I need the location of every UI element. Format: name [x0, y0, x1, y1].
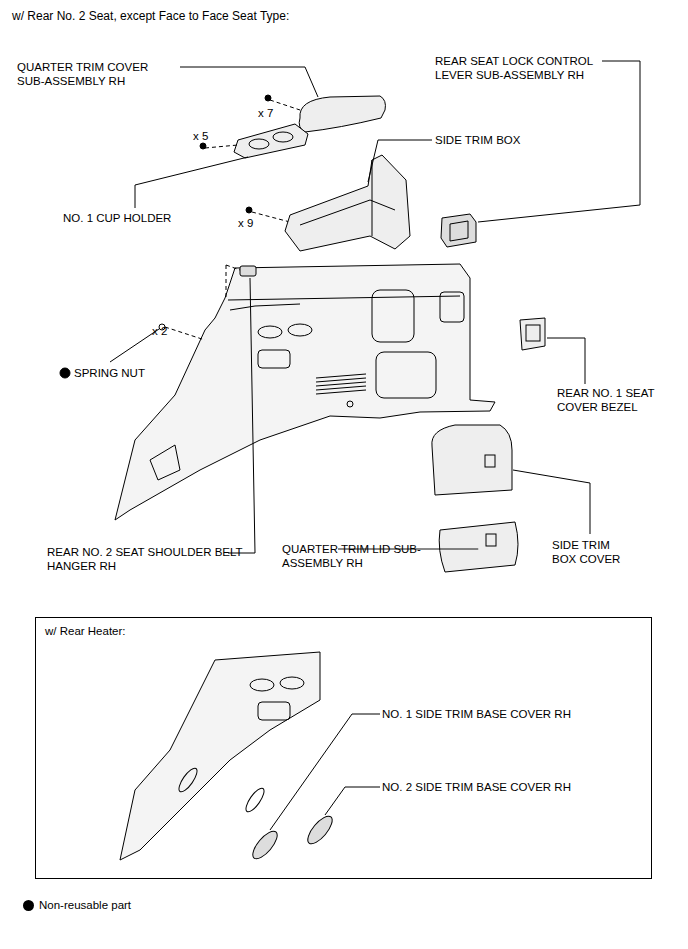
- panel-detail: [150, 445, 180, 480]
- cup-recess: [280, 677, 304, 689]
- callout-number: x 9: [238, 216, 268, 230]
- callout-number: x 5: [193, 129, 223, 143]
- leader-line: [135, 157, 248, 208]
- screw-symbol: [246, 207, 252, 213]
- duct-opening: [176, 766, 200, 795]
- part-name: SIDE TRIM BOX COVER: [552, 538, 632, 566]
- part-name: SPRING NUT: [74, 366, 174, 380]
- callout-number: x 2: [152, 324, 182, 338]
- assembly-dash: [165, 327, 205, 340]
- assembly-dash: [205, 100, 300, 222]
- lever-detail: [450, 221, 468, 241]
- cup-recess: [288, 324, 312, 336]
- panel-hole: [347, 401, 353, 407]
- side-trim-box-part: [285, 155, 410, 251]
- part-name: NO. 1 CUP HOLDER: [63, 211, 193, 225]
- panel-opening: [372, 290, 414, 342]
- assembly-dash: [226, 265, 240, 300]
- leader-line: [180, 67, 318, 97]
- panel-opening: [258, 702, 290, 720]
- cup-holder-part: [234, 124, 308, 158]
- grille-lines: [316, 374, 366, 394]
- diagram-title: w/ Rear No. 2 Seat, except Face to Face …: [12, 9, 289, 23]
- part-name: NO. 2 SIDE TRIM BASE COVER RH: [382, 780, 642, 794]
- bezel-detail: [526, 325, 540, 341]
- box-detail: [300, 160, 395, 236]
- part-name: REAR SEAT LOCK CONTROL LEVER SUB-ASSEMBL…: [435, 54, 610, 82]
- inset-heading: w/ Rear Heater:: [45, 624, 126, 638]
- legend-text: Non-reusable part: [39, 899, 131, 911]
- part-name: QUARTER TRIM COVER SUB-ASSEMBLY RH: [17, 60, 167, 88]
- cup-recess: [250, 679, 274, 691]
- part-name: SIDE TRIM BOX: [435, 133, 555, 147]
- part-name: REAR NO. 1 SEAT COVER BEZEL: [557, 386, 677, 414]
- panel-detail: [228, 296, 460, 310]
- base-cover-part: [249, 827, 282, 862]
- leader-line: [270, 714, 380, 830]
- cup-hole: [249, 139, 269, 149]
- cup-hole: [273, 132, 293, 142]
- box-cover-part: [432, 425, 512, 495]
- base-cover-part: [304, 812, 337, 847]
- panel-opening: [258, 350, 290, 368]
- inset-frame: w/ Rear Heater:: [35, 617, 652, 879]
- bezel-part: [520, 318, 545, 350]
- part-name: REAR NO. 2 SEAT SHOULDER BELT HANGER RH: [47, 545, 247, 573]
- inset-trim-panel: [120, 652, 320, 860]
- panel-opening: [376, 352, 436, 398]
- lid-detail: [486, 534, 496, 546]
- panel-opening: [440, 292, 464, 322]
- duct-opening: [243, 786, 267, 815]
- part-name: NO. 1 SIDE TRIM BASE COVER RH: [382, 707, 642, 721]
- belt-hanger-part: [240, 266, 256, 276]
- lock-lever-part: [441, 214, 476, 247]
- leader-line: [110, 329, 159, 362]
- leader-line: [228, 278, 255, 553]
- trim-cover-part: [299, 96, 385, 132]
- leader-line: [513, 470, 590, 534]
- callout-number: x 7: [258, 106, 288, 120]
- leader-line: [368, 140, 432, 182]
- part-name: QUARTER TRIM LID SUB-ASSEMBLY RH: [282, 542, 422, 570]
- legend-swatch: [23, 900, 34, 911]
- cover-detail: [485, 455, 495, 467]
- leader-line: [325, 787, 380, 815]
- cup-recess: [258, 326, 282, 338]
- leader-line: [547, 338, 585, 384]
- legend-row: Non-reusable part: [23, 898, 131, 912]
- non-reusable-mark: [60, 368, 70, 378]
- trim-lid-part: [439, 522, 518, 572]
